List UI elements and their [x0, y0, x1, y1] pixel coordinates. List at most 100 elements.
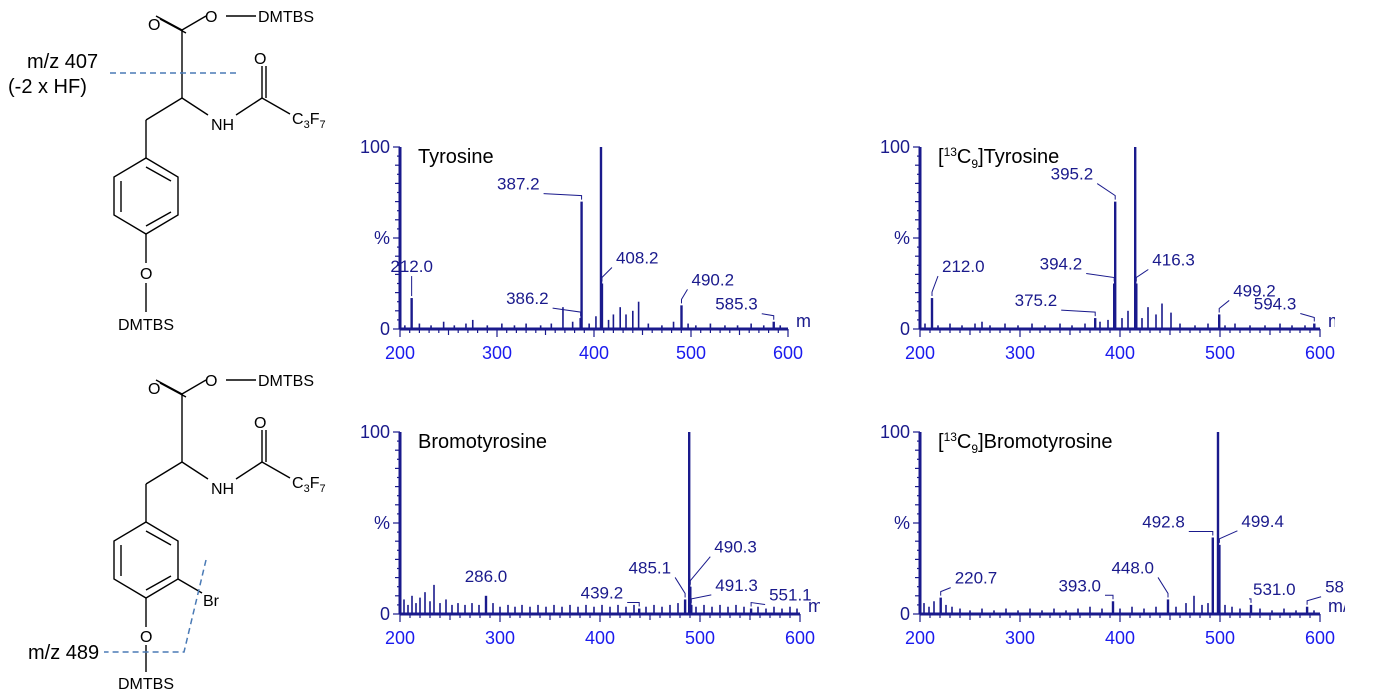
peak-label: 386.2 — [506, 289, 549, 308]
y-tick-label-max: 100 — [880, 137, 910, 157]
x-tick-label: 600 — [1305, 343, 1335, 363]
x-tick-label: 500 — [1205, 343, 1235, 363]
fragment-label-upper-note: (-2 x HF) — [8, 76, 87, 98]
panel-title: [13C9]Tyrosine — [938, 145, 1059, 171]
amide-oxygen-2: O — [254, 415, 266, 432]
x-tick-label: 300 — [1005, 343, 1035, 363]
ester-oxygen-2: O — [205, 373, 217, 390]
peak-label: 375.2 — [1015, 291, 1058, 310]
x-tick-label: 400 — [579, 343, 609, 363]
x-axis-label: m/z — [808, 596, 820, 616]
peak-label: 499.2 — [1233, 281, 1276, 300]
y-tick-label-min: 0 — [900, 319, 910, 339]
peak-label: 448.0 — [1111, 558, 1154, 577]
peak-label: 408.2 — [616, 249, 659, 268]
x-tick-label: 200 — [905, 628, 935, 648]
peak-leader — [1218, 300, 1230, 313]
y-tick-label-min: 0 — [380, 604, 390, 624]
peak-leader — [1061, 309, 1096, 317]
ester-oxygen: O — [205, 9, 217, 26]
peak-label: 485.1 — [629, 558, 672, 577]
x-tick-label: 200 — [385, 343, 415, 363]
fragment-cleavage-line-lower — [104, 559, 207, 653]
acyl-group-2: C3F7 — [292, 475, 326, 495]
peak-leader — [552, 307, 582, 317]
x-tick-label: 500 — [676, 343, 706, 363]
y-tick-label-max: 100 — [880, 422, 910, 442]
peak-label: 492.8 — [1142, 513, 1185, 532]
peak-label: 212.0 — [942, 257, 985, 276]
dmtbs-ester-label: DMTBS — [258, 9, 314, 26]
peak-leader — [674, 577, 686, 598]
x-axis-label: m/z — [1328, 596, 1345, 616]
peak-leader — [689, 556, 711, 585]
peak-leader — [690, 594, 712, 603]
peak-label: 490.3 — [714, 538, 757, 557]
x-tick-label: 300 — [482, 343, 512, 363]
peak-label: 585.3 — [715, 295, 758, 314]
peak-leader — [601, 267, 613, 282]
y-axis-label: % — [374, 513, 390, 533]
carbonyl-oxygen: O — [148, 17, 160, 34]
peak-leader — [1249, 598, 1252, 603]
x-tick-label: 600 — [773, 343, 803, 363]
fragment-label-lower: m/z 489 — [28, 642, 100, 664]
chemical-structures: O O DMTBS O NH C3F7 O DMTBS — [104, 9, 326, 691]
peak-leader — [940, 587, 951, 596]
x-tick-label: 300 — [485, 628, 515, 648]
peak-leader — [1306, 596, 1322, 605]
peak-label: 499.4 — [1241, 512, 1284, 531]
x-tick-label: 400 — [1105, 628, 1135, 648]
bromine-label: Br — [203, 593, 220, 610]
peak-leader — [750, 601, 766, 607]
x-tick-label: 500 — [685, 628, 715, 648]
peak-label: 395.2 — [1051, 165, 1094, 184]
panel-title: Tyrosine — [418, 146, 494, 168]
x-tick-label: 600 — [785, 628, 815, 648]
spectrum-tyrosine: 2003004005006001000%m/zTyrosine212.0386.… — [360, 137, 810, 363]
x-tick-label: 400 — [585, 628, 615, 648]
phenol-oxygen-2: O — [140, 629, 152, 646]
peak-leader — [931, 275, 939, 297]
amine-label-2: NH — [211, 481, 234, 498]
peak-label: 491.3 — [715, 576, 758, 595]
peak-label: 594.3 — [1254, 295, 1297, 314]
spectrum-13c9-bromotyrosine: 2003004005006001000%m/z[13C9]Bromotyrosi… — [880, 422, 1345, 648]
peak-leader — [761, 313, 775, 320]
peak-leader — [543, 193, 583, 200]
peak-label: 587.1 — [1325, 578, 1345, 597]
x-tick-label: 400 — [1105, 343, 1135, 363]
peak-label: 416.3 — [1152, 251, 1195, 270]
tyrosine-structure — [113, 15, 291, 312]
peak-leader — [627, 602, 640, 607]
peak-label: 212.0 — [390, 257, 433, 276]
x-tick-label: 300 — [1005, 628, 1035, 648]
amine-label: NH — [211, 117, 234, 134]
x-tick-label: 200 — [905, 343, 935, 363]
dmtbs-ether-label-2: DMTBS — [118, 676, 174, 691]
spectrum-13c9-tyrosine: 200 300 400 500 600 100 0% m/z [13C9]Tyrosine 212… — [880, 137, 1335, 363]
y-tick-label-max: 100 — [360, 137, 390, 157]
y-axis-label: % — [894, 513, 910, 533]
peak-label: 393.0 — [1058, 576, 1101, 595]
acyl-group: C3F7 — [292, 111, 326, 131]
peak-leader — [1300, 313, 1315, 322]
peak-leader — [1096, 183, 1116, 200]
y-tick-label-min: 0 — [380, 319, 390, 339]
fragment-label-upper: m/z 407 — [27, 51, 99, 73]
peak-label: 387.2 — [497, 175, 540, 194]
dmtbs-ether-label: DMTBS — [118, 317, 174, 334]
y-axis-label: % — [894, 228, 910, 248]
peak-leader — [1135, 269, 1149, 282]
peak-label: 220.7 — [955, 569, 998, 588]
peak-leader — [680, 289, 688, 304]
amide-oxygen: O — [254, 51, 266, 68]
peak-label: 286.0 — [465, 567, 508, 586]
x-axis-label: m/z — [796, 311, 810, 331]
spectrum-bromotyrosine: 2003004005006001000%m/zBromotyrosine286.… — [360, 422, 820, 648]
y-tick-label-max: 100 — [360, 422, 390, 442]
carbonyl-oxygen-2: O — [148, 381, 160, 398]
peak-label: 551.1 — [769, 586, 812, 605]
x-axis-label: m/z — [1328, 311, 1335, 331]
phenol-oxygen: O — [140, 266, 152, 283]
